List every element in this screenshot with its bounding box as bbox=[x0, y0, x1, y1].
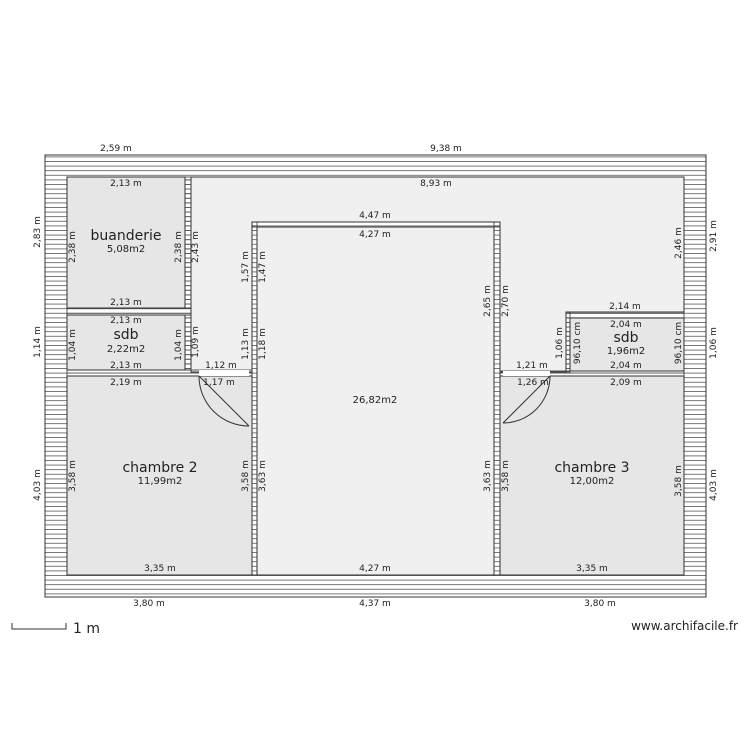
dim-sdbL-bottom: 2,13 m bbox=[110, 361, 142, 371]
dim-outer-left-mid: 1,14 m bbox=[33, 326, 43, 358]
dim-sdbR-bottom: 2,04 m bbox=[610, 361, 642, 371]
dim-hallL-bottom: 1,12 m bbox=[205, 361, 237, 371]
dim-sdbL-right-outer: 1,09 m bbox=[191, 326, 201, 358]
dim-center-left-upper-inner: 1,47 m bbox=[258, 251, 268, 283]
dimensions-vertical: 2,83 m 1,14 m 4,03 m 2,38 m 1,04 m 3,58 … bbox=[33, 216, 719, 501]
buanderie-name: buanderie bbox=[91, 228, 162, 244]
dim-outer-top-left: 2,59 m bbox=[100, 144, 132, 154]
dim-center-left-lower-inner: 3,63 m bbox=[258, 460, 268, 492]
door-swing-chambre3 bbox=[502, 375, 551, 424]
credit-text: www.archifacile.fr bbox=[631, 619, 738, 633]
sdb-left-room bbox=[66, 314, 186, 371]
dim-sdbL-top: 2,13 m bbox=[110, 316, 142, 326]
dim-sdbR-outer-top: 2,14 m bbox=[609, 302, 641, 312]
dim-outer-left-top: 2,83 m bbox=[33, 216, 43, 248]
scale-bar: 1 m bbox=[11, 621, 100, 637]
dim-buanderie-right-outer: 2,43 m bbox=[191, 231, 201, 263]
buanderie-room bbox=[66, 176, 186, 309]
dim-ch2-top: 2,19 m bbox=[110, 378, 142, 388]
wall-sdb-right-top bbox=[565, 311, 685, 319]
dim-center-inner-top: 4,27 m bbox=[359, 230, 391, 240]
wall-chambre3-top bbox=[499, 370, 685, 377]
door-opening-chambre2 bbox=[199, 370, 249, 376]
dim-center-right-upper-inner: 2,70 m bbox=[501, 285, 511, 317]
chambre3-name: chambre 3 bbox=[554, 460, 629, 476]
door-swing-chambre2 bbox=[198, 375, 250, 427]
dim-center-outer-top: 4,47 m bbox=[359, 211, 391, 221]
center-area: 26,82m2 bbox=[353, 395, 398, 406]
scale-bar-line bbox=[11, 623, 67, 630]
dim-center-right-lower-inner: 3,58 m bbox=[501, 460, 511, 492]
chambre2-area: 11,99m2 bbox=[138, 476, 183, 487]
sdb-right-room bbox=[569, 317, 685, 372]
sdb-right-area: 1,96m2 bbox=[607, 346, 645, 357]
dim-outer-bottom-left: 3,80 m bbox=[133, 599, 165, 609]
wall-center-left bbox=[251, 221, 258, 576]
dim-outer-bottom-center: 4,37 m bbox=[359, 599, 391, 609]
dim-ch3-top: 2,09 m bbox=[610, 378, 642, 388]
chambre3-area: 12,00m2 bbox=[570, 476, 615, 487]
dim-outer-left-bottom: 4,03 m bbox=[33, 469, 43, 501]
dim-buanderie-top: 2,13 m bbox=[110, 179, 142, 189]
door-opening-chambre3 bbox=[503, 371, 550, 376]
sdb-left-area: 2,22m2 bbox=[107, 344, 145, 355]
dim-outer-right-bottom: 4,03 m bbox=[709, 469, 719, 501]
dim-hallR-door: 1,26 m bbox=[517, 378, 549, 388]
dim-hallR-bottom: 1,21 m bbox=[516, 361, 548, 371]
wall-center-right bbox=[493, 221, 501, 576]
dim-ch2-left: 3,58 m bbox=[68, 460, 78, 492]
dim-center-left-upper-outer: 1,57 m bbox=[241, 251, 251, 283]
buanderie-area: 5,08m2 bbox=[107, 244, 145, 255]
chambre3-room bbox=[499, 375, 685, 576]
dim-ch3-bottom: 3,35 m bbox=[576, 564, 608, 574]
dim-ch3-right: 3,58 m bbox=[674, 465, 684, 497]
dim-sdbR-top: 2,04 m bbox=[610, 320, 642, 330]
center-room-floor bbox=[256, 226, 495, 576]
dim-corridor-top: 8,93 m bbox=[420, 179, 452, 189]
dimensions-horizontal: 2,59 m 9,38 m 2,13 m 8,93 m 4,47 m 4,27 … bbox=[100, 144, 642, 609]
chambre2-name: chambre 2 bbox=[122, 460, 197, 476]
dim-center-bottom: 4,27 m bbox=[359, 564, 391, 574]
dim-sdbL-right: 1,04 m bbox=[174, 329, 184, 361]
dim-buanderie-bottom: 2,13 m bbox=[110, 298, 142, 308]
dim-outer-top: 9,38 m bbox=[430, 144, 462, 154]
wall-center-top bbox=[251, 221, 501, 228]
dim-outer-right-mid: 1,06 m bbox=[709, 327, 719, 359]
dim-sdbR-left-outer: 1,06 m bbox=[555, 327, 565, 359]
chambre2-room bbox=[66, 375, 253, 576]
dim-outer-right-top: 2,91 m bbox=[709, 220, 719, 252]
scale-bar-label: 1 m bbox=[73, 621, 100, 637]
sdb-right-name: sdb bbox=[613, 330, 638, 346]
dim-buanderie-right: 2,38 m bbox=[174, 231, 184, 263]
dim-buanderie-left: 2,38 m bbox=[68, 231, 78, 263]
dim-sdbL-left: 1,04 m bbox=[68, 329, 78, 361]
dim-center-right-upper-outer: 2,65 m bbox=[483, 285, 493, 317]
wall-sdb-right-left bbox=[565, 311, 571, 373]
dim-center-left-mid-inner: 1,18 m bbox=[258, 328, 268, 360]
dim-center-left-lower-outer: 3,58 m bbox=[241, 460, 251, 492]
dim-hallL-door: 1,17 m bbox=[203, 378, 235, 388]
dim-outer-bottom-right: 3,80 m bbox=[584, 599, 616, 609]
dim-sdbR-left: 96,10 cm bbox=[573, 322, 583, 364]
wall-buanderie-sdb bbox=[66, 307, 192, 316]
sdb-left-name: sdb bbox=[113, 327, 138, 343]
dim-center-left-mid-outer: 1,13 m bbox=[241, 328, 251, 360]
dim-corridor-right: 2,46 m bbox=[674, 227, 684, 259]
dim-sdbR-right: 96,10 cm bbox=[674, 322, 684, 364]
dim-center-right-lower-outer: 3,63 m bbox=[483, 460, 493, 492]
dim-ch2-bottom: 3,35 m bbox=[144, 564, 176, 574]
